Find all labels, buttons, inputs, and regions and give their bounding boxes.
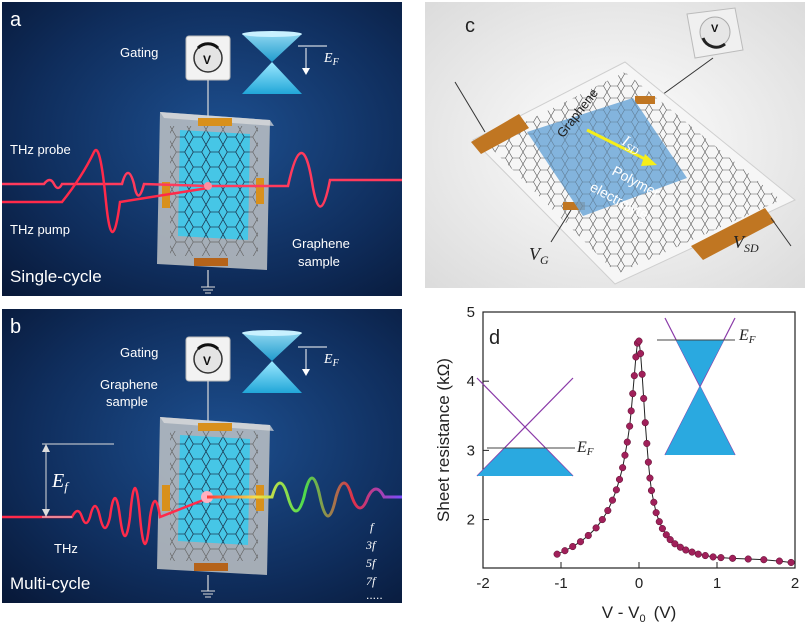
thz-pump-label: THz pump xyxy=(10,222,70,237)
svg-text:.....: ..... xyxy=(366,588,383,602)
data-point-12 xyxy=(622,452,629,459)
data-point-47 xyxy=(788,559,795,566)
x-axis-label: V - V0(V) xyxy=(602,603,677,625)
data-point-7 xyxy=(605,507,612,514)
data-point-2 xyxy=(569,543,576,550)
panel-c-letter: c xyxy=(465,15,475,37)
data-point-16 xyxy=(629,390,636,397)
data-point-25 xyxy=(644,440,651,447)
data-point-43 xyxy=(729,555,736,562)
data-point-10 xyxy=(616,476,623,483)
panel-c: c V Graphene ISD Polymer electrolyte VG … xyxy=(425,2,805,288)
data-point-20 xyxy=(636,338,643,345)
data-point-5 xyxy=(593,525,600,532)
data-point-39 xyxy=(695,551,702,558)
svg-text:V: V xyxy=(203,354,211,368)
data-point-41 xyxy=(710,554,717,561)
y-tick-label-2: 4 xyxy=(467,373,475,390)
x-tick-label-0: -2 xyxy=(476,575,489,592)
panel-d-letter: d xyxy=(489,327,500,349)
svg-text:V: V xyxy=(711,23,719,35)
thz-probe-label: THz probe xyxy=(10,142,71,157)
data-point-32 xyxy=(659,525,666,532)
data-point-22 xyxy=(639,371,646,378)
data-point-14 xyxy=(626,423,633,430)
mode-label-a: Single-cycle xyxy=(10,267,102,286)
data-point-44 xyxy=(745,556,752,563)
x-tick-label-3: 1 xyxy=(713,575,721,592)
x-tick-label-4: 2 xyxy=(791,575,799,592)
data-point-28 xyxy=(648,487,655,494)
sample-label-a: sample xyxy=(298,254,340,269)
data-point-24 xyxy=(642,419,649,426)
data-point-26 xyxy=(645,459,652,466)
x-tick-label-1: -1 xyxy=(554,575,567,592)
graphene-label-a: Graphene xyxy=(292,236,350,251)
graphene-label-b: Graphene xyxy=(100,377,158,392)
voltage-knob-c: V xyxy=(687,8,743,58)
data-point-46 xyxy=(776,558,783,565)
y-tick-label-1: 3 xyxy=(467,442,475,459)
voltage-knob-a: V xyxy=(186,36,230,80)
thz-label-b: THz xyxy=(54,541,78,556)
y-axis-label: Sheet resistance (kΩ) xyxy=(434,358,453,522)
data-point-45 xyxy=(761,556,768,563)
data-point-37 xyxy=(683,547,690,554)
data-point-40 xyxy=(702,552,709,559)
data-point-13 xyxy=(624,439,631,446)
svg-text:3f: 3f xyxy=(365,538,377,552)
data-point-38 xyxy=(689,549,696,556)
panel-b-letter: b xyxy=(10,316,21,338)
panel-a: a Gating V EF THz probe THz pump Graphen… xyxy=(2,2,402,296)
data-point-29 xyxy=(651,499,658,506)
data-point-17 xyxy=(631,372,638,379)
x-tick-label-2: 0 xyxy=(635,575,643,592)
panel-a-letter: a xyxy=(10,9,22,31)
graphene-device-a xyxy=(157,112,274,270)
data-point-21 xyxy=(637,350,644,357)
svg-text:V: V xyxy=(203,53,211,67)
data-point-11 xyxy=(619,464,626,471)
data-point-15 xyxy=(628,408,635,415)
data-point-4 xyxy=(585,532,592,539)
data-point-6 xyxy=(599,516,606,523)
y-tick-label-3: 5 xyxy=(467,304,475,321)
y-tick-label-0: 2 xyxy=(467,512,475,529)
sample-label-b: sample xyxy=(106,394,148,409)
data-point-1 xyxy=(562,547,569,554)
panel-b: b Gating V EF Graphene sample Ef THz xyxy=(2,309,402,603)
data-point-23 xyxy=(640,395,647,402)
mode-label-b: Multi-cycle xyxy=(10,574,90,593)
voltage-knob-b: V xyxy=(186,337,230,381)
gating-label-b: Gating xyxy=(120,345,158,360)
data-point-27 xyxy=(647,475,654,482)
data-point-3 xyxy=(577,538,584,545)
data-point-0 xyxy=(554,551,561,558)
gating-label-a: Gating xyxy=(120,45,158,60)
data-point-42 xyxy=(718,554,725,561)
data-point-8 xyxy=(609,497,616,504)
data-point-30 xyxy=(653,509,660,516)
data-point-9 xyxy=(613,487,620,494)
data-point-31 xyxy=(656,518,663,525)
